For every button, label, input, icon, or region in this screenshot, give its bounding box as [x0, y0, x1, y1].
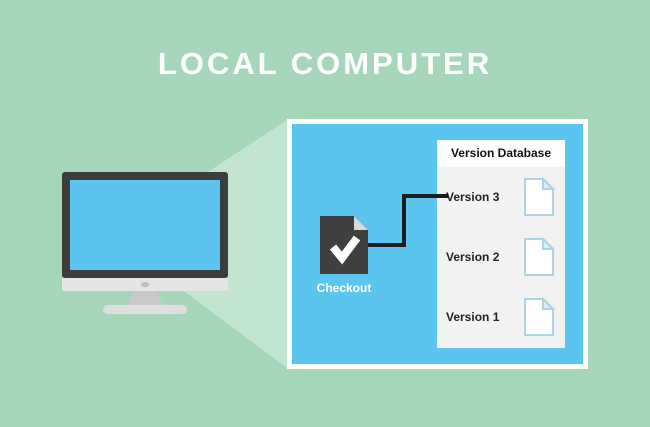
- document-icon: [524, 237, 555, 276]
- version-database-title: Version Database: [437, 140, 565, 167]
- page-title: LOCAL COMPUTER: [157, 46, 493, 81]
- version-row: Version 2: [437, 227, 565, 287]
- monitor-camera-dot: [141, 282, 149, 287]
- version-row: Version 3: [437, 167, 565, 227]
- version-label: Version 3: [446, 190, 500, 204]
- version-database-panel: Version Database Version 3 Version 2 Ver…: [437, 140, 565, 348]
- monitor-frame: [62, 172, 228, 278]
- version-label: Version 1: [446, 310, 500, 324]
- document-icon: [524, 297, 555, 336]
- monitor-base: [103, 305, 187, 314]
- version-label: Version 2: [446, 250, 500, 264]
- monitor-screen: [70, 180, 220, 270]
- monitor-stand: [127, 291, 163, 305]
- checkout-label: Checkout: [316, 281, 372, 295]
- document-icon: [524, 177, 555, 216]
- checkout-document-icon: [320, 216, 368, 274]
- version-row: Version 1: [437, 287, 565, 347]
